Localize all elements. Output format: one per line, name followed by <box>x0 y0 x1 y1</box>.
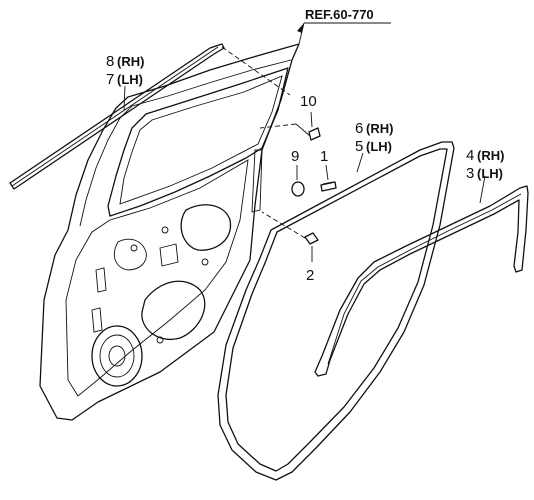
clip <box>320 181 337 192</box>
door-panel <box>39 43 300 421</box>
window-opening <box>107 67 289 217</box>
callout-1: 1 <box>320 148 328 165</box>
latch-cutout <box>114 238 147 271</box>
callout-5-side: (LH) <box>366 139 392 154</box>
part-bolt-10[interactable]: 10 <box>259 93 321 141</box>
fastener-fit-line <box>261 211 306 239</box>
opening-weatherstrip-groove <box>327 193 522 365</box>
access-hole-upper <box>180 204 232 251</box>
mount-hole-3 <box>201 258 209 266</box>
belt-weatherstrip-leader <box>123 85 126 111</box>
door-weatherstrip-inner <box>225 148 448 472</box>
callout-8-number: 8 <box>106 53 114 70</box>
access-hole-large <box>141 280 206 340</box>
reference-callout[interactable]: REF.60-770 <box>297 7 391 45</box>
bolt-head <box>308 127 321 141</box>
mount-hole-1 <box>130 244 138 252</box>
callout-7-number: 7 <box>106 71 114 88</box>
door-weatherstrip-outer <box>217 141 455 481</box>
bolt-shaft <box>295 123 311 137</box>
door-rear-edge-flange <box>251 149 263 213</box>
hinge-mount-lower <box>91 307 103 333</box>
speaker-hole-outer <box>91 325 143 387</box>
plug <box>291 181 305 197</box>
part-fastener-2[interactable]: 2 <box>261 211 319 284</box>
callout-7-side: (LH) <box>117 72 143 87</box>
speaker-hole-inner <box>99 334 135 378</box>
mount-hole-2 <box>161 226 169 234</box>
callout-10: 10 <box>300 93 317 110</box>
clip-leader <box>325 164 329 181</box>
part-belt-weatherstrip[interactable]: 8 (RH) 7 (LH) <box>9 43 291 190</box>
belt-weatherstrip-fit-line <box>221 46 291 96</box>
bolt-fit-line <box>259 123 297 129</box>
callout-3-number: 3 <box>466 165 474 182</box>
bolt-leader <box>310 111 313 128</box>
reference-label: REF.60-770 <box>305 7 374 22</box>
handle-cutout <box>159 243 179 267</box>
callout-6-side: (RH) <box>366 121 393 136</box>
opening-weatherstrip-leader <box>479 175 486 204</box>
callout-9: 9 <box>291 148 299 165</box>
part-door-weatherstrip[interactable]: 6 (RH) 5 (LH) <box>217 120 455 481</box>
mount-hole-4 <box>156 336 164 344</box>
part-opening-weatherstrip[interactable]: 4 (RH) 3 (LH) <box>314 147 529 377</box>
part-plug-9[interactable]: 9 <box>291 148 305 197</box>
opening-weatherstrip <box>314 185 529 377</box>
fastener <box>304 232 319 245</box>
speaker-hole-center <box>108 345 126 367</box>
callout-8-side: (RH) <box>117 54 144 69</box>
arrow-up-icon <box>297 23 304 33</box>
inner-panel <box>65 159 249 397</box>
callout-4-number: 4 <box>466 147 474 164</box>
callout-3-side: (LH) <box>477 166 503 181</box>
part-clip-1[interactable]: 1 <box>320 148 337 192</box>
callout-4-side: (RH) <box>477 148 504 163</box>
callout-2: 2 <box>306 267 314 284</box>
door-inner-edge <box>79 59 292 227</box>
window-frame-inner <box>119 75 283 205</box>
callout-5-number: 5 <box>355 138 363 155</box>
callout-6-number: 6 <box>355 120 363 137</box>
belt-weatherstrip-centerline <box>11 46 219 187</box>
door-outer-outline <box>39 43 300 421</box>
door-weatherstrip-leader <box>356 152 364 173</box>
hinge-mount-upper <box>95 267 107 293</box>
clip-detail <box>322 181 334 185</box>
